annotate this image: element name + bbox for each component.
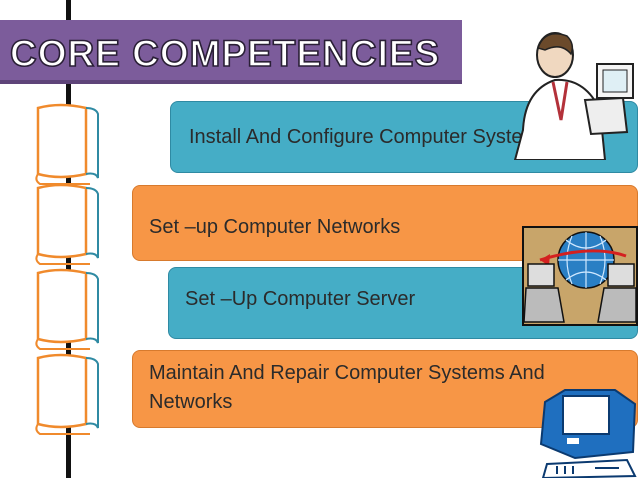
scroll-icon — [35, 268, 99, 350]
computer-clipart — [539, 389, 637, 478]
network-globe-clipart — [522, 226, 638, 326]
scroll-icon — [35, 183, 99, 265]
competency-label: Networks — [149, 391, 233, 413]
competency-label: Set –up Computer Networks — [149, 216, 401, 238]
person-at-computer-clipart — [513, 32, 634, 160]
scroll-icon — [35, 353, 99, 435]
title-banner: CORE COMPETENCIES — [0, 20, 462, 84]
page-title: CORE COMPETENCIES — [9, 33, 441, 75]
competency-label: Set –Up Computer Server — [185, 288, 416, 310]
scroll-icon — [35, 103, 99, 185]
competency-label: Maintain And Repair Computer Systems And — [149, 362, 545, 384]
competency-label: Install And Configure Computer Systems — [189, 126, 550, 148]
